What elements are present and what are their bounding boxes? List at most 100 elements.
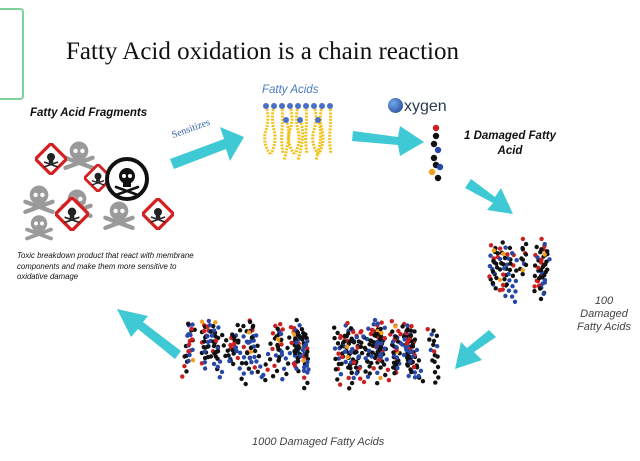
atom xyxy=(374,352,379,358)
atom xyxy=(221,343,226,348)
atom xyxy=(206,318,211,324)
atom xyxy=(410,354,416,359)
atom xyxy=(490,280,495,286)
atom xyxy=(336,356,341,361)
atom xyxy=(281,366,287,371)
atom xyxy=(358,344,364,349)
atom xyxy=(366,326,371,331)
atom xyxy=(354,371,359,376)
atom xyxy=(205,334,210,339)
atom xyxy=(305,359,310,365)
atom xyxy=(409,369,414,375)
atom xyxy=(402,337,407,342)
atom xyxy=(501,262,506,267)
atom xyxy=(542,252,547,257)
atom xyxy=(186,342,192,347)
atom xyxy=(348,326,354,331)
atom xyxy=(378,365,383,370)
atom xyxy=(219,369,225,375)
atom xyxy=(386,378,392,383)
atom xyxy=(335,377,340,382)
lipid-head xyxy=(315,117,321,123)
atom xyxy=(362,345,368,351)
atom xyxy=(211,361,217,367)
atom xyxy=(233,345,239,350)
atom xyxy=(294,317,299,323)
atom xyxy=(338,372,344,377)
atom xyxy=(514,268,519,273)
atom xyxy=(267,357,273,362)
atom xyxy=(369,327,375,333)
damaged-fatty-acid-molecule xyxy=(428,124,444,182)
atom xyxy=(505,256,511,261)
atom xyxy=(420,379,426,384)
atom xyxy=(231,361,236,367)
atom xyxy=(349,370,354,375)
hazard-sign-icon xyxy=(35,143,67,175)
atom xyxy=(301,368,307,373)
atom xyxy=(532,263,538,268)
atom xyxy=(186,332,191,337)
atom xyxy=(345,354,350,360)
atom xyxy=(369,360,374,366)
lipid-tail xyxy=(296,119,305,161)
atom xyxy=(190,322,195,327)
atom xyxy=(363,356,368,361)
atom xyxy=(340,354,345,360)
atom xyxy=(538,267,544,273)
atom xyxy=(287,335,292,340)
atom xyxy=(378,375,383,381)
atom xyxy=(294,366,299,371)
atom xyxy=(247,319,253,325)
atom xyxy=(381,362,387,367)
damaged-100-label: 100 Damaged Fatty Acids xyxy=(577,295,631,333)
page-title: Fatty Acid oxidation is a chain reaction xyxy=(66,38,459,65)
atom xyxy=(431,328,436,333)
atom xyxy=(434,333,440,338)
atom xyxy=(393,324,398,329)
lipid-tail xyxy=(269,105,277,155)
atom xyxy=(398,332,403,337)
lipid-head xyxy=(271,103,277,109)
atom xyxy=(305,380,310,386)
lipid-tail xyxy=(314,119,323,161)
atom xyxy=(391,360,397,365)
atom xyxy=(252,348,258,354)
atom xyxy=(385,367,391,372)
atom xyxy=(405,323,410,328)
atom xyxy=(371,366,376,371)
atom xyxy=(349,380,355,386)
atom xyxy=(294,340,299,345)
atom xyxy=(220,332,225,338)
atom xyxy=(365,374,371,379)
atom xyxy=(259,374,264,380)
atom xyxy=(359,350,365,356)
atom xyxy=(523,262,529,268)
atom xyxy=(545,249,550,254)
atom xyxy=(246,330,252,335)
atom xyxy=(520,247,526,252)
atom xyxy=(216,325,221,330)
atom xyxy=(414,347,420,353)
oxygen-o-icon xyxy=(388,98,403,113)
atom xyxy=(249,360,254,365)
atom xyxy=(497,277,503,282)
arrow-down-icon xyxy=(465,179,513,214)
fatty-acids-label: Fatty Acids xyxy=(262,84,319,96)
lipid-tail xyxy=(282,119,291,161)
atom xyxy=(436,163,444,171)
atom xyxy=(258,364,263,369)
atom xyxy=(375,370,380,375)
atom xyxy=(231,335,237,340)
atom xyxy=(409,343,415,349)
arrow-right-icon xyxy=(352,126,424,156)
atom xyxy=(382,346,387,351)
atom xyxy=(275,326,280,331)
atom xyxy=(187,352,192,358)
atom xyxy=(348,339,353,344)
atom xyxy=(532,273,538,279)
atom xyxy=(278,331,284,337)
atom xyxy=(503,293,508,299)
slide-bracket xyxy=(0,8,24,100)
atom xyxy=(542,241,547,247)
